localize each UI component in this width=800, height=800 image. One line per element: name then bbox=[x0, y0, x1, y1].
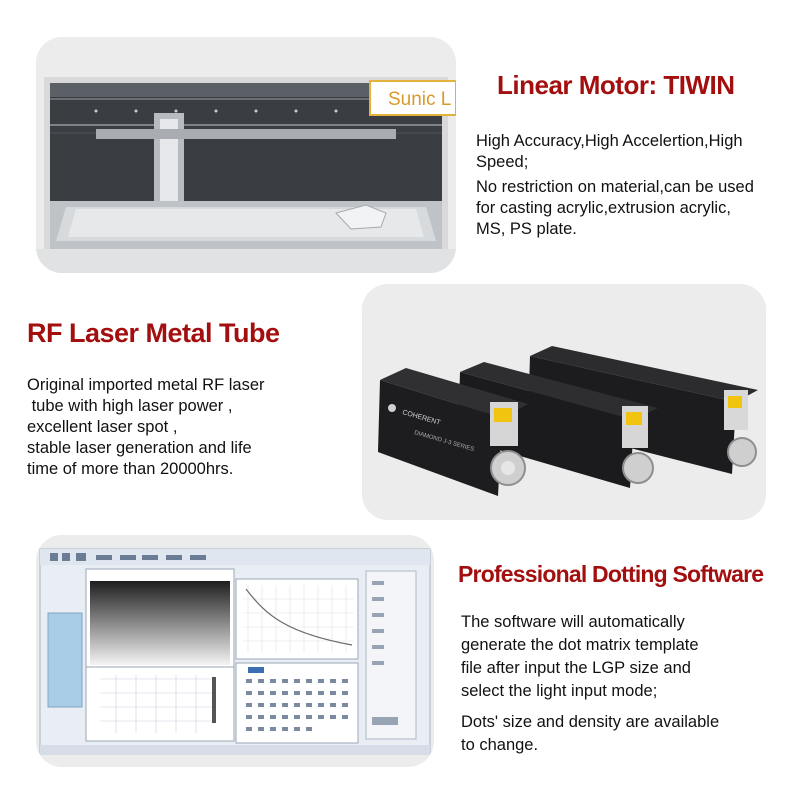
description-line: MS, PS plate. bbox=[476, 220, 577, 238]
description-line: for casting acrylic,extrusion acrylic, bbox=[476, 199, 731, 217]
software-panel bbox=[36, 535, 434, 767]
dotting-software-description: The software will automatically generate… bbox=[461, 611, 719, 757]
laser-tubes-panel: COHERENT DIAMOND J-3 SERIES bbox=[362, 284, 766, 520]
heading-dotting-software: Professional Dotting Software bbox=[458, 561, 764, 587]
machine-sign-text: Sunic L bbox=[388, 89, 451, 110]
laser-machine-photo: Sunic L bbox=[36, 37, 456, 273]
description-line: Dots' size and density are available bbox=[461, 713, 720, 731]
description-line: generate the dot matrix template bbox=[461, 636, 699, 654]
rf-laser-tubes-photo: COHERENT DIAMOND J-3 SERIES bbox=[362, 284, 766, 520]
description-line: select the light input mode; bbox=[461, 682, 658, 700]
description-line: High Accuracy,High Accelertion,High bbox=[476, 132, 743, 150]
description-line: time of more than 20000hrs. bbox=[27, 460, 234, 478]
description-line: excellent laser spot , bbox=[27, 418, 178, 436]
machine-photo-panel: Sunic L bbox=[36, 37, 456, 273]
description-line: file after input the LGP size and bbox=[461, 659, 691, 677]
description-line: The software will automatically bbox=[461, 613, 685, 631]
description-line: to change. bbox=[461, 736, 539, 754]
description-line: tube with high laser power , bbox=[27, 397, 233, 415]
description-line: Speed; bbox=[476, 153, 529, 171]
heading-linear-motor: Linear Motor: TIWIN bbox=[497, 70, 735, 100]
description-line: stable laser generation and life bbox=[27, 439, 252, 457]
description-line: No restriction on material,can be used bbox=[476, 178, 754, 196]
dotting-software-screenshot bbox=[36, 535, 434, 767]
heading-rf-laser-tube: RF Laser Metal Tube bbox=[27, 318, 280, 348]
linear-motor-description: High Accuracy,High Accelertion,High Spee… bbox=[476, 131, 754, 240]
description-line: Original imported metal RF laser bbox=[27, 376, 265, 394]
rf-laser-tube-description: Original imported metal RF laser tube wi… bbox=[27, 375, 265, 480]
